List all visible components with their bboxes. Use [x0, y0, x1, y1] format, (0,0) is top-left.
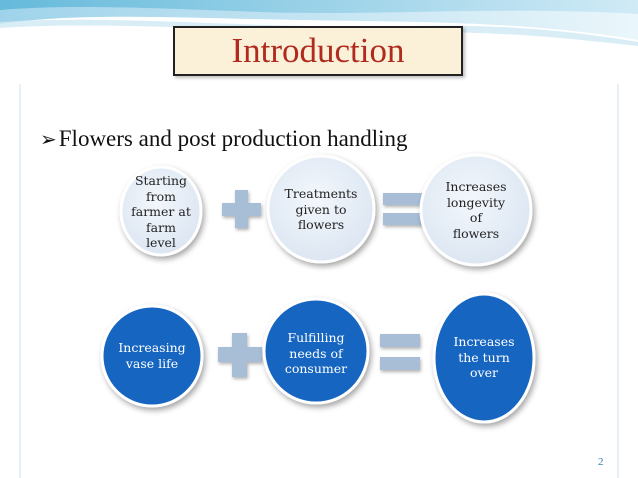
row1-item2-label: Treatments given to flowers [284, 186, 358, 232]
row2-result-circle [432, 292, 536, 424]
row1-item2-circle [266, 154, 376, 264]
title-box: Introduction [173, 26, 463, 76]
slide-title: Introduction [231, 31, 405, 70]
row2-item1-label: Increasing vase life [118, 340, 186, 371]
row2-item2-label: Fulfilling needs of consumer [284, 330, 348, 376]
row1-item1-circle [119, 165, 203, 257]
row2-item1-circle [100, 304, 204, 408]
row1-result-label: Increases longevity of flowers [445, 179, 507, 241]
row1-result-circle [419, 153, 533, 267]
equals-icon [380, 334, 420, 370]
arrow-bullet-icon: ➢ [40, 129, 57, 151]
plus-icon [222, 190, 261, 228]
bullet-point: ➢Flowers and post production handling [40, 126, 408, 152]
row2-result-label: Increases the turn over [453, 334, 515, 380]
row2-item2-circle [262, 297, 370, 405]
bullet-text: Flowers and post production handling [58, 126, 408, 151]
plus-icon [218, 333, 262, 377]
row1-item1-label: Starting from farmer at farm level [131, 173, 191, 250]
equals-icon [383, 193, 423, 225]
page-number: 2 [598, 456, 604, 468]
